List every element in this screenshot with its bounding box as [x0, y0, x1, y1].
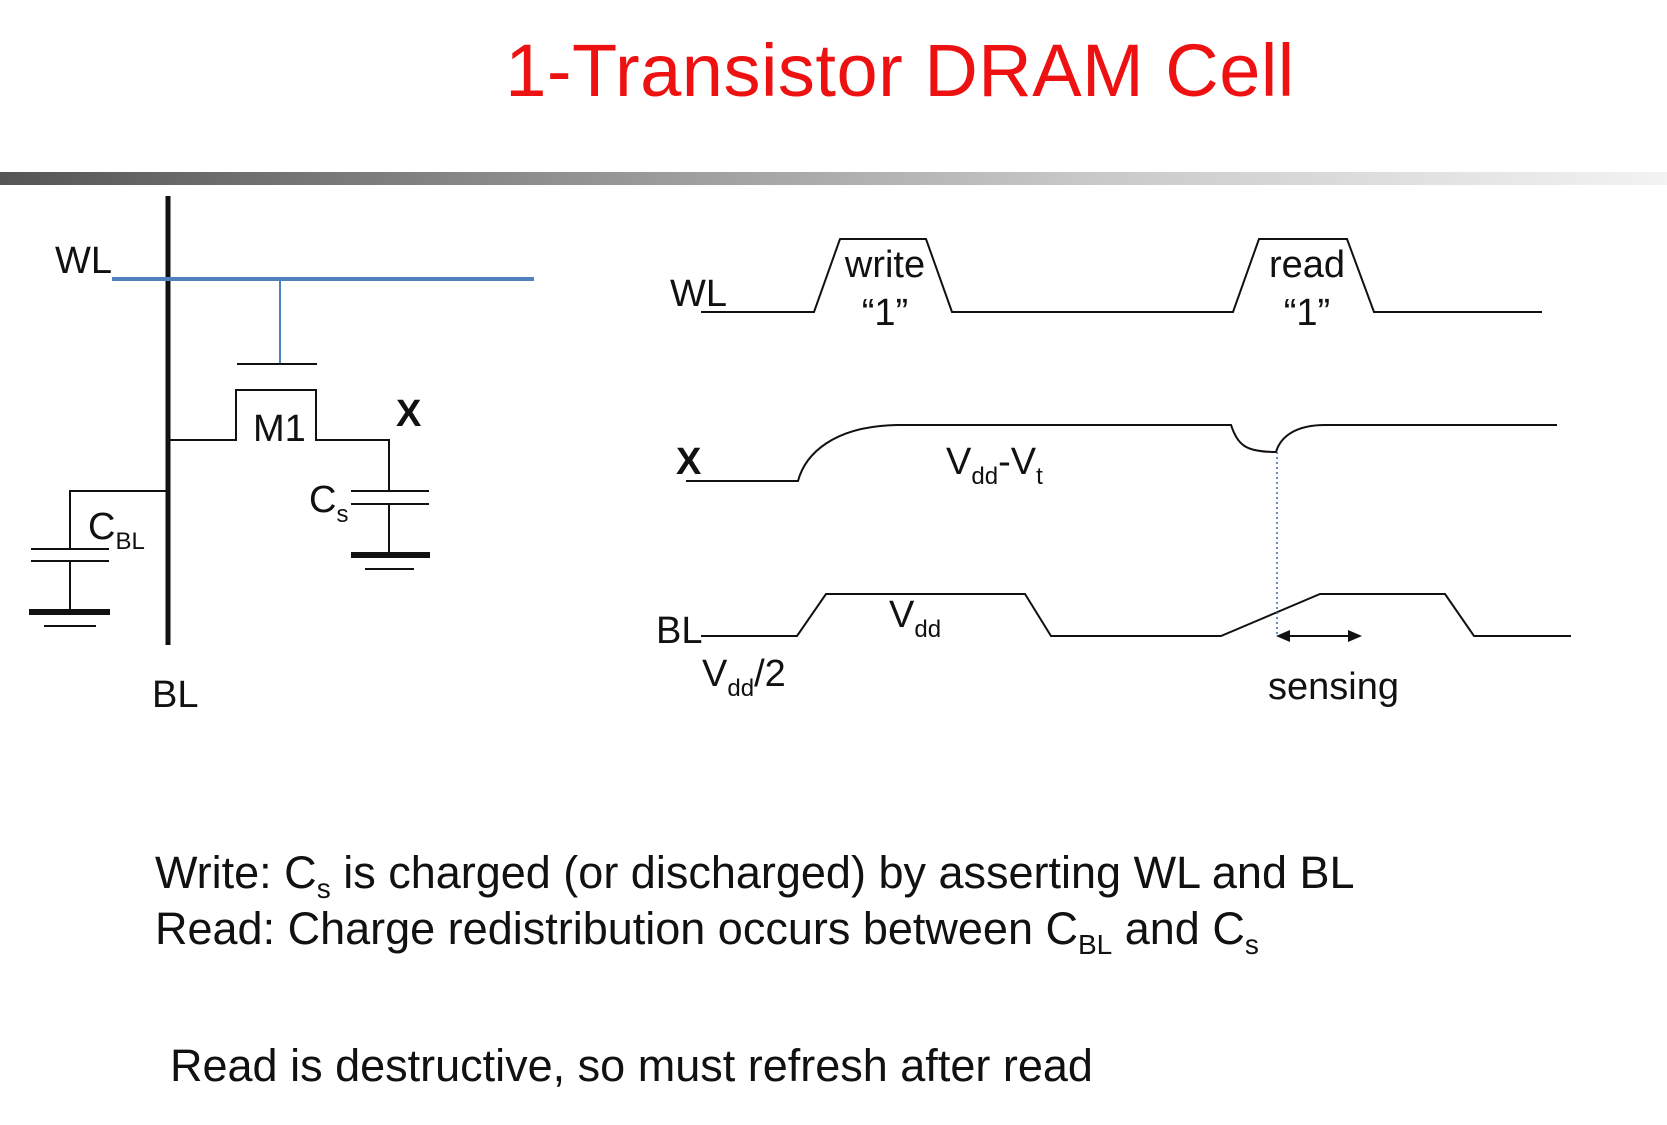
read-label: read: [1269, 244, 1345, 286]
timing-wl-label: WL: [670, 273, 727, 315]
cs-label: Cs: [309, 479, 348, 528]
read-value-label: “1”: [1284, 292, 1330, 334]
transistor-label: M1: [253, 408, 306, 450]
write-value-label: “1”: [862, 292, 908, 334]
write-note: Write: Cs is charged (or discharged) by …: [155, 847, 1355, 904]
vdd-half-label: Vdd/2: [702, 653, 786, 702]
bl-waveform: [701, 593, 1571, 637]
vdd-label: Vdd: [889, 594, 941, 643]
circuit-bl-label: BL: [152, 674, 198, 716]
timing-waveforms: [686, 238, 1571, 642]
cbl-wire: [69, 490, 168, 549]
wl-waveform: [701, 238, 1542, 313]
sensing-arrow-left-head: [1276, 630, 1290, 642]
transistor-m1: [168, 389, 390, 491]
destructive-read-note: Read is destructive, so must refresh aft…: [170, 1040, 1093, 1091]
slide-title: 1-Transistor DRAM Cell: [505, 29, 1295, 112]
title-divider: [0, 172, 1667, 185]
read-note: Read: Charge redistribution occurs betwe…: [155, 903, 1259, 960]
explanation-notes: Write: Cs is charged (or discharged) by …: [155, 845, 1355, 960]
circuit-wl-label: WL: [55, 240, 112, 282]
sensing-label: sensing: [1268, 666, 1399, 708]
cbl-label: CBL: [88, 506, 145, 555]
timing-labels: WL X BL write “1” read “1” Vdd-Vt Vdd Vd…: [656, 244, 1399, 708]
timing-x-label: X: [676, 441, 702, 483]
write-label: write: [844, 244, 925, 286]
node-x-label: X: [396, 393, 422, 435]
sensing-arrow-right-head: [1348, 630, 1362, 642]
circuit-labels: WL BL M1 X Cs CBL: [55, 240, 422, 716]
vdd-vt-label: Vdd-Vt: [946, 441, 1043, 490]
x-waveform: [686, 424, 1557, 482]
timing-bl-label: BL: [656, 610, 702, 652]
circuit-schematic: [29, 196, 534, 645]
